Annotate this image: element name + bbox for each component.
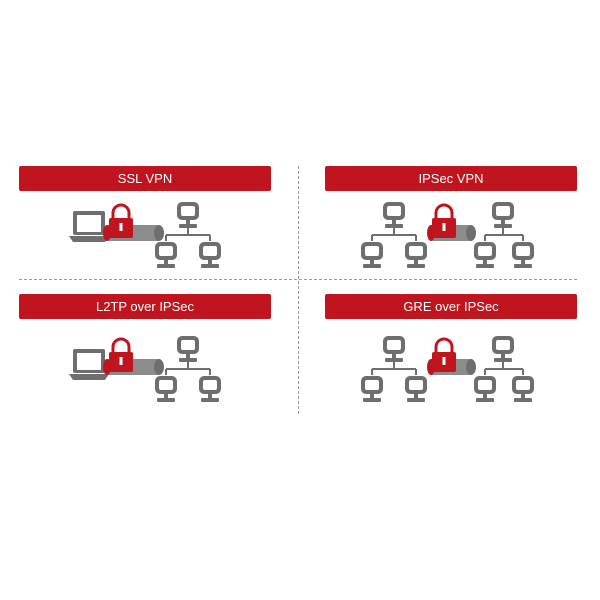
computer-icon <box>383 336 405 362</box>
computer-icon <box>199 376 221 402</box>
network-tree-left <box>361 336 427 402</box>
padlock-icon <box>432 203 456 238</box>
computer-icon <box>512 242 534 268</box>
panel-title: IPSec VPN <box>325 166 577 191</box>
computer-icon <box>492 202 514 228</box>
ssl-vpn-illustration <box>69 202 221 268</box>
computer-icon <box>405 242 427 268</box>
network-tree <box>155 336 221 402</box>
computer-icon <box>492 336 514 362</box>
panel-title: L2TP over IPSec <box>19 294 271 319</box>
padlock-icon <box>432 337 456 372</box>
panel-title: SSL VPN <box>19 166 271 191</box>
computer-icon <box>474 376 496 402</box>
computer-icon <box>474 242 496 268</box>
laptop-icon <box>69 211 109 242</box>
network-tree-right <box>474 202 534 268</box>
panel-gre-over-ipsec: GRE over IPSec <box>325 294 577 414</box>
panel-l2tp-over-ipsec: L2TP over IPSec <box>19 294 271 414</box>
horizontal-divider <box>19 279 577 280</box>
computer-icon <box>512 376 534 402</box>
computer-icon <box>405 376 427 402</box>
computer-icon <box>155 242 177 268</box>
network-tree-left <box>361 202 427 268</box>
padlock-icon <box>109 203 133 238</box>
computer-icon <box>199 242 221 268</box>
vertical-divider <box>298 166 299 414</box>
computer-icon <box>155 376 177 402</box>
computer-icon <box>361 376 383 402</box>
computer-icon <box>177 336 199 362</box>
l2tp-illustration <box>69 336 221 402</box>
gre-illustration <box>361 336 534 402</box>
computer-icon <box>361 242 383 268</box>
ipsec-vpn-illustration <box>361 202 534 268</box>
network-tree-right <box>474 336 534 402</box>
network-tree <box>155 202 221 268</box>
panel-ipsec-vpn: IPSec VPN <box>325 166 577 286</box>
computer-icon <box>383 202 405 228</box>
panel-title: GRE over IPSec <box>325 294 577 319</box>
padlock-icon <box>109 337 133 372</box>
laptop-icon <box>69 349 109 380</box>
computer-icon <box>177 202 199 228</box>
panel-ssl-vpn: SSL VPN <box>19 166 271 286</box>
